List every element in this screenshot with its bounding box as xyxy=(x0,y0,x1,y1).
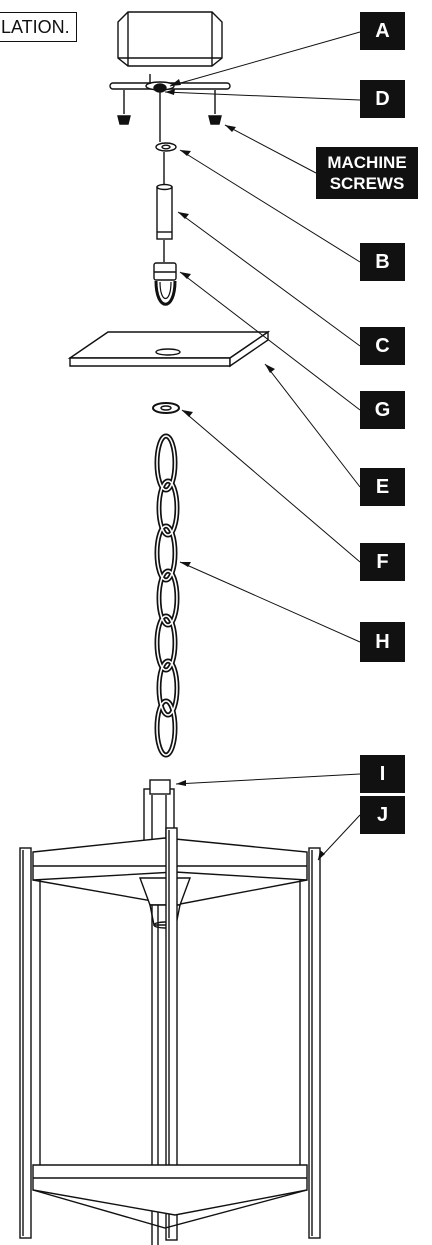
lantern-fixture xyxy=(19,827,321,1245)
crossbar xyxy=(109,74,231,93)
leader-lines xyxy=(164,31,361,861)
label-i: I xyxy=(360,755,405,793)
label-g: G xyxy=(360,391,405,429)
hook-loop xyxy=(153,262,177,306)
lock-washer xyxy=(155,142,177,152)
label-j: J xyxy=(360,796,405,834)
machine-screw-left xyxy=(117,90,131,125)
threaded-pipe xyxy=(156,183,173,240)
label-b: B xyxy=(360,243,405,281)
label-machine-screws: MACHINE SCREWS xyxy=(316,147,418,199)
label-e: E xyxy=(360,468,405,506)
arrowheads xyxy=(165,79,325,860)
label-h: H xyxy=(360,622,405,662)
installation-note: LATION. xyxy=(0,12,77,42)
machine-screw-right xyxy=(208,90,222,125)
label-f: F xyxy=(360,543,405,581)
label-machine-screws-line1: MACHINE xyxy=(327,153,407,172)
label-c: C xyxy=(360,327,405,365)
label-machine-screws-line2: SCREWS xyxy=(329,174,405,193)
lock-nut xyxy=(152,402,180,414)
ceiling-plate xyxy=(67,330,271,368)
canopy xyxy=(117,11,223,67)
label-a: A xyxy=(360,12,405,50)
label-d: D xyxy=(360,80,405,118)
